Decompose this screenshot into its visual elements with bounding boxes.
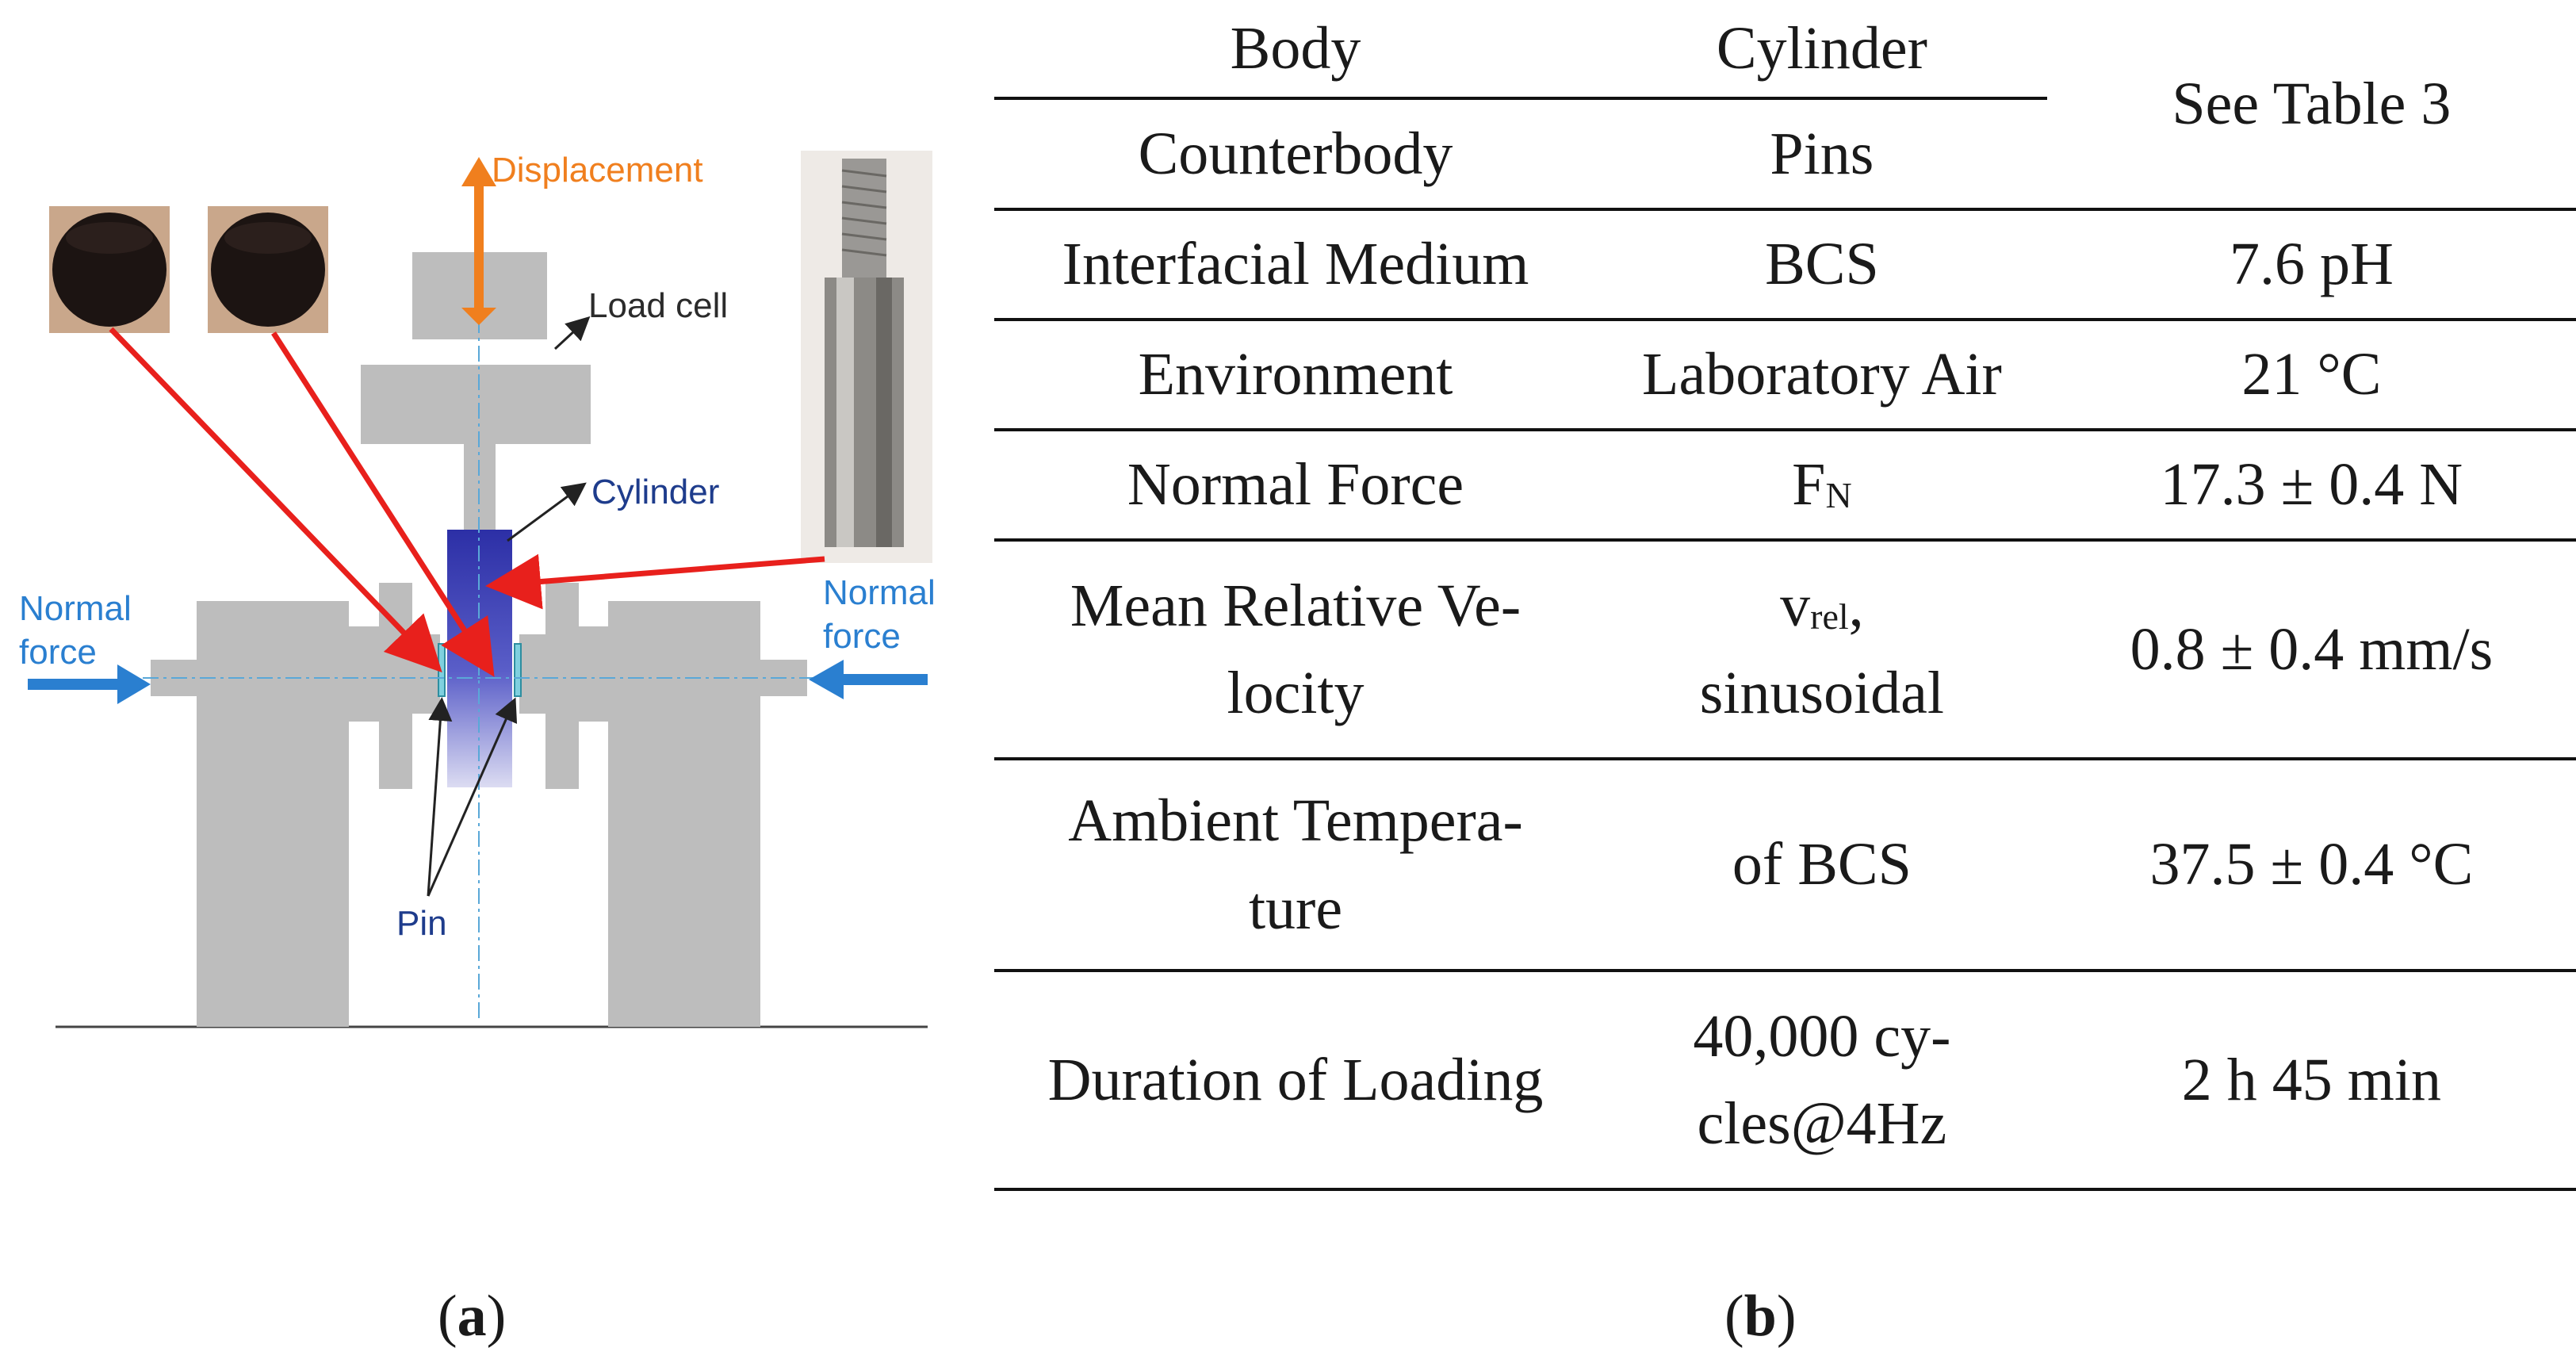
cylinder-photo [801, 151, 932, 563]
right-pin [514, 643, 522, 697]
pin-pointer-right [427, 697, 518, 897]
test-parameters-table-panel: Body Cylinder See Table 3 Counterbody Pi… [994, 0, 2576, 1237]
shaft [464, 444, 496, 531]
red-pointer-photo-1 [109, 327, 442, 673]
symbol-main: F [1792, 451, 1826, 519]
normal-force-right-label: Normal force [823, 571, 936, 658]
ambient-temp-label-line2: ture [1248, 875, 1343, 942]
load-cell-label: Load cell [588, 286, 729, 325]
caption-b-letter: b [1743, 1284, 1777, 1349]
displacement-arrow-up [461, 157, 496, 186]
cell-body-label: Body [994, 0, 1598, 100]
left-pin [438, 643, 446, 697]
caption-a-letter: a [457, 1284, 487, 1349]
symbol-comma: , [1848, 572, 1864, 639]
symbol-main: v [1780, 572, 1811, 639]
displacement-label: Displacement [492, 151, 703, 190]
test-rig-schematic: Displacement Load cell Cylinder Normal f… [0, 0, 975, 1110]
table-row: Duration of Loading 40,000 cy- cles@4Hz … [994, 971, 2576, 1191]
table-row: Environment Laboratory Air 21 °C [994, 320, 2576, 431]
red-pointer-cylinder [485, 553, 825, 610]
right-frame [608, 601, 760, 1027]
cell-environment-value: Laboratory Air [1597, 320, 2047, 431]
test-parameters-table: Body Cylinder See Table 3 Counterbody Pi… [994, 0, 2576, 1191]
cell-velocity-value: 0.8 ± 0.4 mm/s [2046, 540, 2576, 760]
normal-force-left-line2: force [19, 633, 97, 672]
table-row: Normal Force FN 17.3 ± 0.4 N [994, 430, 2576, 542]
cell-counterbody-value: Pins [1597, 98, 2047, 211]
cell-normal-force-symbol: FN [1597, 430, 2047, 542]
symbol-subscript: N [1825, 475, 1852, 516]
velocity-label-line1: Mean Relative Ve- [1070, 572, 1521, 639]
right-holder-outer [579, 626, 611, 722]
normal-force-left-line1: Normal [19, 589, 132, 628]
cell-ambient-temp-label: Ambient Tempera- ture [994, 759, 1598, 972]
velocity-label-line2: locity [1227, 660, 1365, 726]
cell-medium-label: Interfacial Medium [994, 209, 1598, 321]
cell-ambient-temp-medium: of BCS [1597, 759, 2047, 972]
cell-counterbody-label: Counterbody [994, 98, 1598, 211]
cylinder-label: Cylinder [591, 473, 720, 511]
table-row: Ambient Tempera- ture of BCS 37.5 ± 0.4 … [994, 759, 2576, 972]
pin-photo-1 [49, 206, 170, 333]
pin-label: Pin [396, 904, 447, 943]
cylinder-pointer [507, 482, 587, 542]
velocity-profile: sinusoidal [1699, 660, 1945, 726]
right-pin-holder [519, 634, 547, 714]
caption-b: (b) [1724, 1284, 1797, 1349]
cell-environment-temp: 21 °C [2046, 320, 2576, 431]
cell-medium-value: BCS [1597, 209, 2047, 321]
right-holder [545, 583, 579, 789]
schematic-drawing [28, 151, 932, 1028]
load-cell-pointer [553, 316, 591, 350]
cell-velocity-symbol: vrel, sinusoidal [1597, 540, 2047, 760]
load-cell-block [361, 365, 591, 444]
cell-body-value: Cylinder [1597, 0, 2047, 100]
cell-environment-label: Environment [994, 320, 1598, 431]
normal-force-arrow-right-head [809, 660, 844, 699]
caption-a: (a) [438, 1284, 507, 1349]
left-holder-outer [347, 626, 379, 722]
cell-normal-force-value: 17.3 ± 0.4 N [2046, 430, 2576, 542]
table-row: Mean Relative Ve- locity vrel, sinusoida… [994, 540, 2576, 760]
cell-velocity-label: Mean Relative Ve- locity [994, 540, 1598, 760]
cell-ambient-temp-value: 37.5 ± 0.4 °C [2046, 759, 2576, 972]
pin-pointer-left [427, 697, 453, 897]
symbol-subscript: rel [1810, 595, 1849, 637]
displacement-arrow-down [461, 308, 496, 325]
duration-cycles-line1: 40,000 cy- [1693, 1002, 1951, 1070]
cell-duration-label: Duration of Loading [994, 971, 1598, 1191]
table-row: Body Cylinder See Table 3 [994, 0, 2576, 211]
duration-cycles-line2: cles@4Hz [1697, 1090, 1947, 1157]
pin-photo-2 [208, 206, 328, 333]
cell-normal-force-label: Normal Force [994, 430, 1598, 542]
cell-medium-ph: 7.6 pH [2046, 209, 2576, 321]
ambient-temp-label-line1: Ambient Tempera- [1068, 787, 1523, 855]
normal-force-left-label: Normal force [19, 587, 132, 674]
cell-duration-time: 2 h 45 min [2046, 971, 2576, 1191]
normal-force-right-line1: Normal [823, 573, 936, 612]
red-pointer-photo-2 [271, 331, 495, 677]
cell-duration-cycles: 40,000 cy- cles@4Hz [1597, 971, 2047, 1191]
left-frame [197, 601, 347, 1027]
table-row: Counterbody Pins [994, 98, 2576, 211]
normal-force-right-line2: force [823, 617, 901, 656]
cell-see-table: See Table 3 [2046, 0, 2576, 211]
table-row: Interfacial Medium BCS 7.6 pH [994, 209, 2576, 321]
normal-force-arrow-left-head [117, 664, 151, 704]
